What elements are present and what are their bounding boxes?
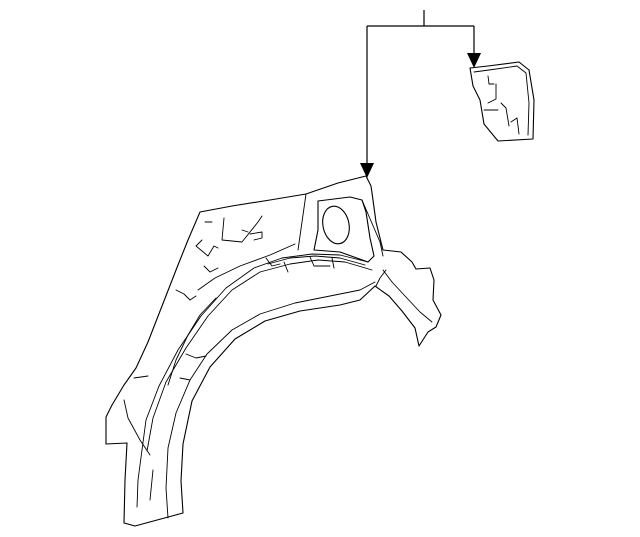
stamp-5 [195,239,219,257]
arrowhead-panel [360,163,374,178]
tower-line-2 [361,199,384,257]
stamp-3 [241,229,249,233]
flange-line-2 [149,469,154,501]
stamp-7 [175,289,197,301]
channel-top [267,255,366,266]
arch-inner-edge-3 [141,253,369,451]
stamp-8 [265,257,281,267]
stamp-10 [179,377,191,381]
bracket-rim [473,65,530,136]
stamp-6 [203,265,219,273]
arrowhead-bracket [467,53,481,68]
tower-box [313,196,375,263]
channel-detail-2 [309,256,331,267]
small-bracket [469,61,535,142]
panel-outline [105,175,442,527]
flange-line-3 [123,399,151,456]
arch-inner-edge [165,281,376,519]
access-hole [322,205,350,245]
bracket-inner-2 [487,83,497,104]
bracket-inner-4 [510,117,520,135]
wheelhouse-inner-panel [105,175,442,527]
stamp-9 [185,353,207,359]
upper-edge [197,243,296,291]
bracket-inner-1 [487,75,495,85]
flange-line-1 [136,449,143,508]
arch-inner-edge-2 [146,259,373,452]
stamp-11 [133,375,149,379]
channel-detail-3 [331,257,335,269]
tower-line [297,193,307,251]
channel-detail-1 [283,261,289,273]
callout-leader [360,10,481,178]
bracket-outline [469,61,535,142]
right-flange-2 [375,269,387,287]
stamp-2 [221,215,263,243]
upper-edge-2 [167,297,217,386]
right-flange [382,269,433,323]
stamp-4 [249,231,263,241]
bracket-inner-3 [500,102,510,127]
